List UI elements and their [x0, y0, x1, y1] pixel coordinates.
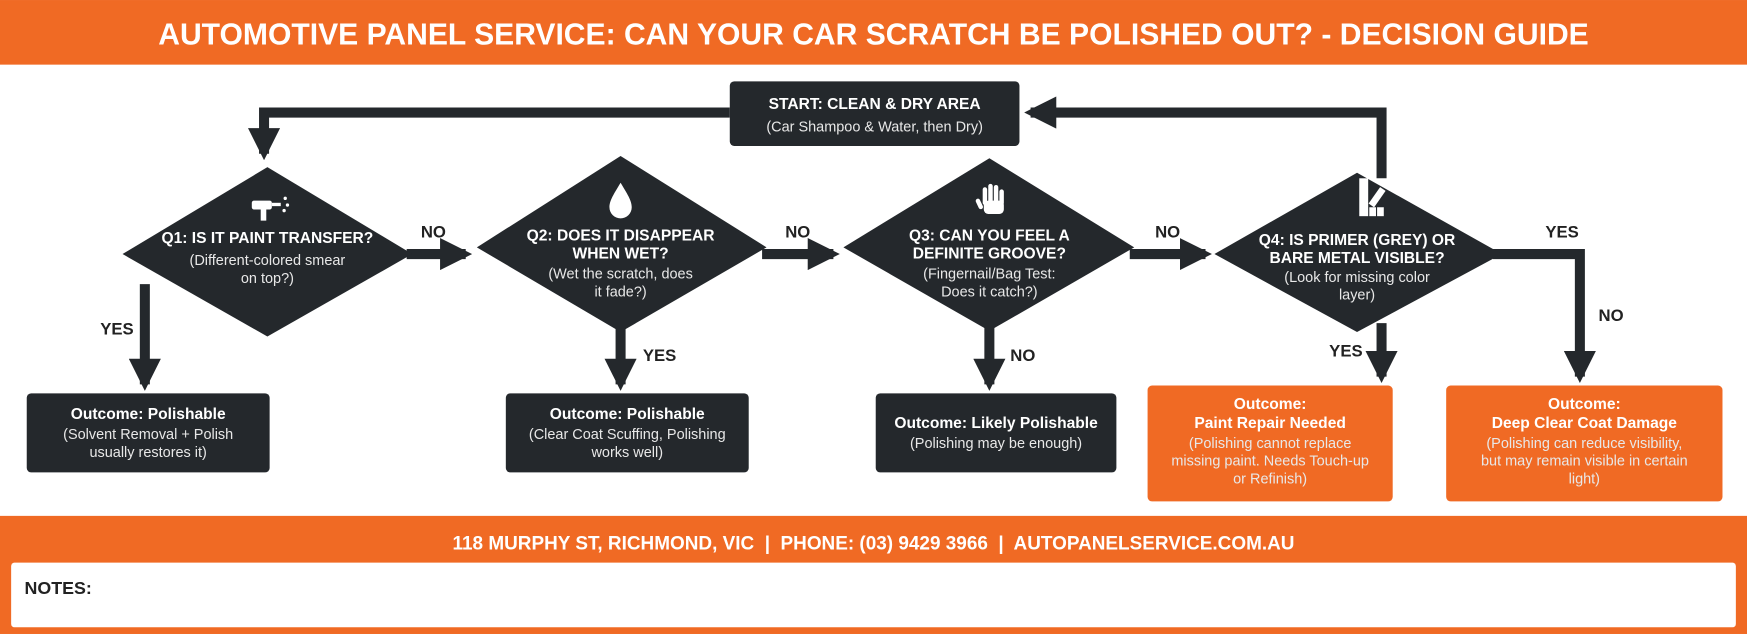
q1-sub: (Different-colored smear — [190, 253, 346, 269]
q2-title: Q2: DOES IT DISAPPEAR — [527, 228, 715, 245]
label-q3-no: NO — [1155, 222, 1180, 241]
page-title: AUTOMOTIVE PANEL SERVICE: CAN YOUR CAR S… — [158, 19, 1589, 52]
label-q4-yes-right: YES — [1545, 222, 1578, 241]
q2-title: WHEN WET? — [573, 246, 669, 263]
q2-sub: it fade?) — [594, 284, 646, 300]
connectors — [128, 96, 1596, 391]
outcome-sub: missing paint. Needs Touch-up — [1171, 454, 1369, 470]
header-band — [0, 0, 1747, 65]
q1-sub: on top?) — [241, 271, 294, 287]
outcome-sub: light) — [1569, 472, 1600, 488]
outcome-title: Outcome: Likely Polishable — [894, 415, 1098, 432]
arrow-start-to-q1 — [248, 107, 730, 161]
outcome-sub: (Clear Coat Scuffing, Polishing — [529, 427, 726, 443]
question-q2: Q2: DOES IT DISAPPEAR WHEN WET? (Wet the… — [476, 156, 767, 333]
contact-info: 118 MURPHY ST, RICHMOND, VIC | PHONE: (0… — [453, 533, 1295, 554]
notes-label: NOTES: — [25, 578, 92, 598]
question-q1: Q1: IS IT PAINT TRANSFER? (Different-col… — [122, 167, 413, 337]
q3-title: DEFINITE GROOVE? — [913, 246, 1066, 263]
outcome-5: Outcome: Deep Clear Coat Damage (Polishi… — [1446, 385, 1723, 502]
label-q1-no: NO — [421, 222, 446, 241]
outcome-title: Outcome: Polishable — [550, 406, 705, 423]
arrow-q4-no — [1492, 249, 1596, 384]
q4-title: Q4: IS PRIMER (GREY) OR — [1259, 232, 1455, 249]
q1-title: Q1: IS IT PAINT TRANSFER? — [162, 230, 374, 247]
label-q3-no-down: NO — [1010, 346, 1035, 365]
start-subtitle: (Car Shampoo & Water, then Dry) — [766, 119, 983, 135]
outcome-title: Deep Clear Coat Damage — [1492, 415, 1678, 432]
spray-gun-icon — [251, 196, 290, 221]
q4-title: BARE METAL VISIBLE? — [1269, 250, 1444, 267]
q3-title: Q3: CAN YOU FEEL A — [909, 228, 1070, 245]
outcome-sub: (Solvent Removal + Polish — [63, 427, 233, 443]
question-q4: Q4: IS PRIMER (GREY) OR BARE METAL VISIB… — [1214, 172, 1502, 333]
outcome-3: Outcome: Likely Polishable (Polishing ma… — [875, 393, 1117, 473]
label-q2-yes: YES — [643, 346, 676, 365]
outcome-sub: (Polishing can reduce visibility, — [1486, 436, 1682, 452]
q3-sub: (Fingernail/Bag Test: — [923, 267, 1055, 283]
label-q1-yes: YES — [100, 319, 133, 338]
start-node: START: CLEAN & DRY AREA (Car Shampoo & W… — [729, 81, 1020, 146]
outcome-sub: but may remain visible in certain — [1481, 454, 1688, 470]
water-drop-icon — [609, 182, 632, 219]
outcome-sub: (Polishing may be enough) — [910, 436, 1082, 452]
outcome-2: Outcome: Polishable (Clear Coat Scuffing… — [505, 393, 749, 473]
hand-icon — [975, 183, 1004, 214]
label-q4-no: NO — [1599, 306, 1624, 325]
q2-sub: (Wet the scratch, does — [548, 267, 692, 283]
q4-sub: layer) — [1339, 288, 1375, 304]
label-q2-no: NO — [785, 222, 810, 241]
outcome-sub: usually restores it) — [89, 445, 206, 461]
outcome-title: Paint Repair Needed — [1194, 415, 1345, 432]
outcome-4: Outcome: Paint Repair Needed (Polishing … — [1147, 385, 1393, 502]
outcome-title: Outcome: — [1234, 396, 1307, 413]
arrow-q4-to-start — [1024, 96, 1387, 179]
outcome-sub: (Polishing cannot replace — [1189, 436, 1351, 452]
outcome-title: Outcome: — [1548, 396, 1621, 413]
outcome-sub: works well) — [590, 445, 663, 461]
color-swatch-icon — [1359, 178, 1386, 217]
question-q3: Q3: CAN YOU FEEL A DEFINITE GROOVE? (Fin… — [843, 158, 1135, 331]
outcome-sub: or Refinish) — [1233, 472, 1307, 488]
q3-sub: Does it catch?) — [941, 284, 1037, 300]
notes-field[interactable] — [11, 562, 1736, 628]
outcome-title: Outcome: Polishable — [71, 406, 226, 423]
label-q4-yes-down: YES — [1329, 342, 1362, 361]
start-title: START: CLEAN & DRY AREA — [769, 96, 981, 113]
outcome-1: Outcome: Polishable (Solvent Removal + P… — [26, 393, 270, 473]
q4-sub: (Look for missing color — [1284, 270, 1430, 286]
